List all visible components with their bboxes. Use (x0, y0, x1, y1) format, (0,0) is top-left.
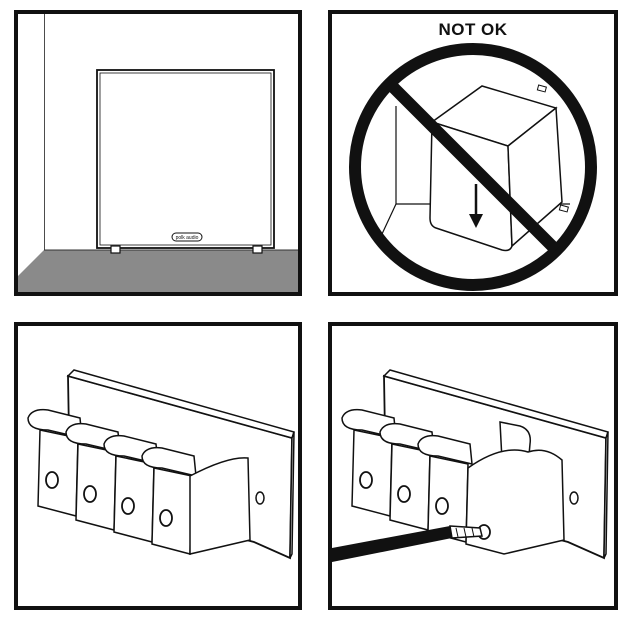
terminal-hole-icon (45, 471, 59, 489)
terminal-strip (341, 369, 609, 560)
subwoofer-grille-edge (99, 72, 272, 246)
cabinet-foot-bottom (558, 204, 569, 213)
plate-screw-hole-icon (569, 491, 579, 505)
panel-terminal-strip (14, 322, 302, 610)
terminal-block-3 (417, 434, 473, 543)
logo-badge-text: polk audio (176, 235, 199, 241)
room-floor-edge (381, 203, 397, 235)
panel-subwoofer-placement: polk audio (14, 10, 302, 296)
terminal-block-1 (341, 408, 397, 517)
cabinet-foot-top (536, 84, 547, 93)
not-ok-illustration (349, 43, 597, 291)
terminal-hole-icon (159, 509, 173, 527)
side-wall (18, 14, 44, 258)
terminal-hole-icon (397, 485, 411, 503)
subwoofer-cabinet (96, 69, 275, 249)
panel-terminal-screwdriver (328, 322, 618, 610)
down-arrow-icon (469, 214, 483, 228)
terminal-end-cap (465, 449, 565, 555)
terminal-end-cap (189, 457, 251, 555)
logo-badge-icon (171, 232, 203, 242)
panel-not-ok: NOT OK (328, 10, 618, 296)
terminal-screwdriver-illustration (332, 369, 609, 562)
terminal-block-4 (141, 446, 197, 555)
plate-screw-hole-icon (255, 491, 265, 505)
subwoofer-foot-left (110, 245, 121, 254)
terminal-hole-icon (435, 497, 449, 515)
terminal-hole-icon (359, 471, 373, 489)
terminal-strip (27, 369, 295, 560)
terminal-strip-illustration (27, 369, 295, 560)
subwoofer-placement-illustration: polk audio (18, 14, 298, 292)
subwoofer-foot-right (252, 245, 263, 254)
prohibition-slash-icon (385, 79, 561, 255)
floor (18, 250, 298, 292)
mounting-plate-side (603, 431, 609, 559)
terminal-hole-icon (83, 485, 97, 503)
mounting-plate-side (289, 431, 295, 559)
terminal-block-3 (103, 434, 159, 543)
terminal-hole-icon (121, 497, 135, 515)
prohibition-circle-icon (349, 43, 597, 291)
screwdriver-icon (332, 525, 483, 562)
not-ok-label: NOT OK (438, 20, 508, 39)
